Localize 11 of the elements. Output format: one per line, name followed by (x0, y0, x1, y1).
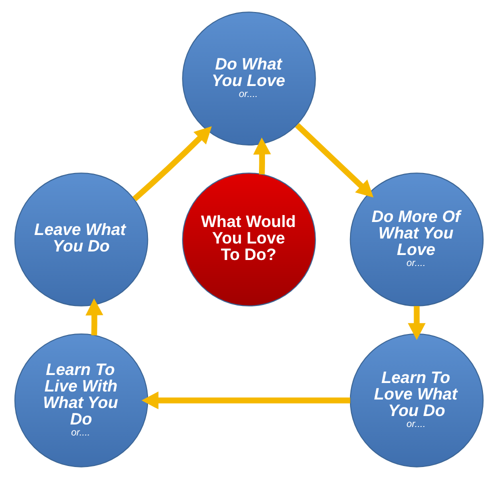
arrow (132, 126, 212, 202)
node-circle: Learn To Love What You Do or.... (349, 334, 484, 468)
node-circle: Learn To Live With What You Do or.... (14, 334, 148, 468)
arrow (252, 137, 270, 174)
arrow (141, 392, 350, 410)
node-circle: Do More Of What You Love or.... (349, 172, 484, 306)
arrow (407, 306, 426, 340)
arrow (294, 123, 373, 198)
node-circle: What Would You Love To Do? (182, 172, 316, 306)
node-circle: Leave What You Do (14, 172, 148, 306)
arrow (85, 298, 103, 336)
